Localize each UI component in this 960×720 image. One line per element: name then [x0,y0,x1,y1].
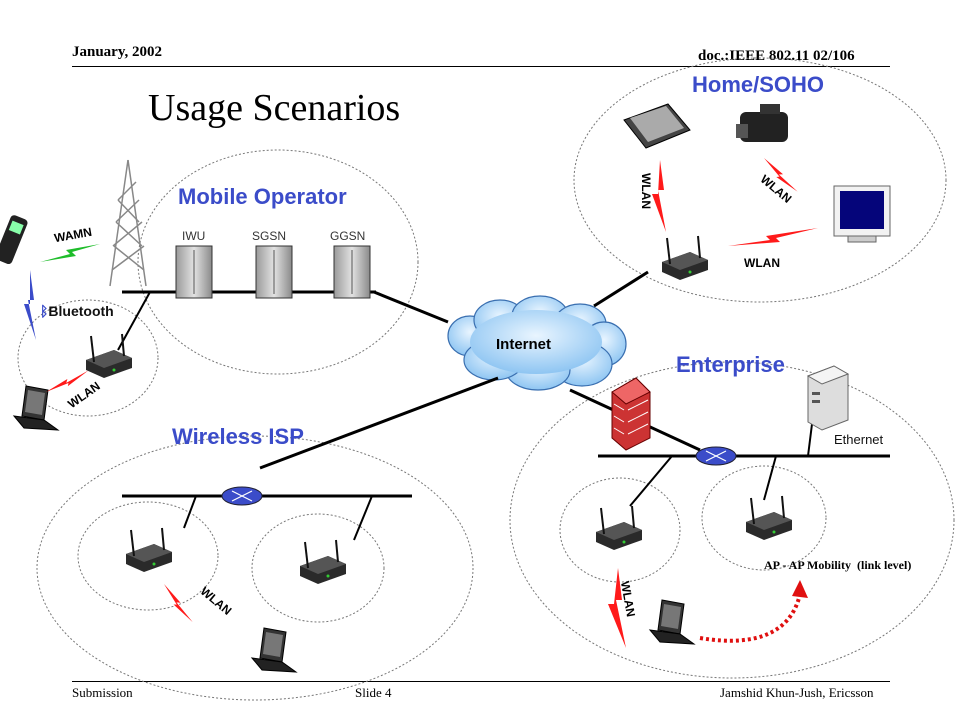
home-soho-cell [573,57,947,303]
header-rule [72,66,890,67]
isp-wlan-link [155,584,202,623]
region-label-mobile-operator: Mobile Operator [178,184,347,209]
footer-slide-number: Slide 4 [355,685,392,700]
header-date: January, 2002 [72,44,163,60]
footer-author: Jamshid Khun-Jush, Ericsson [720,685,874,700]
wamn-link [40,244,100,262]
page-title: Usage Scenarios [148,87,401,129]
server-iwu [175,245,213,299]
isp-access-point-2-icon [299,539,347,585]
enterprise-wlan-link [608,568,626,648]
region-label-wireless-isp: Wireless ISP [172,424,304,449]
server-sgsn [255,245,293,299]
operator-internet-link [373,290,449,324]
wireless-isp-cell [36,435,474,701]
footer-submission: Submission [72,685,133,700]
region-label-enterprise: Enterprise [676,352,785,377]
home-internet-link [593,270,649,308]
isp-laptop-icon [251,627,297,673]
isp-access-point-1-icon [125,527,173,573]
ethernet-label: Ethernet [834,432,884,447]
internet-label: Internet [496,336,552,353]
enterprise-laptop-icon [649,599,695,645]
server-label-iwu: IWU [182,229,206,243]
bluetooth-cell [17,299,159,417]
laptop-icon [13,385,59,431]
bluetooth-logo: ᛒBluetooth [40,303,114,319]
cell-ellipses [17,57,955,701]
server-label-ggsn: GGSN [330,229,366,243]
server-ggsn [333,245,371,299]
wlan-label-home-1: WLAN [639,173,653,209]
header-doc-id: doc.:IEEE 802.11 02/106 [698,48,855,64]
ent-ap2-cell [701,465,827,571]
bluetooth-icon: ᛒ [40,303,49,319]
home-access-point-icon [661,235,709,281]
enterprise-access-point-2-icon [745,495,793,541]
mobile-phone-icon [0,215,28,265]
camcorder-icon [736,104,788,142]
internet-cloud [447,295,627,391]
isp-ap2-cell [251,513,385,623]
ent-ap1-cell [559,477,681,583]
mobility-path [699,593,802,643]
mobility-label: AP - AP Mobility (link level) [764,558,912,572]
enterprise-access-point-1-icon [595,505,643,551]
region-label-home-soho: Home/SOHO [692,72,825,97]
home-wlan-link-1 [652,160,666,232]
wlan-label-home-3: WLAN [744,256,780,270]
cell-tower [109,159,147,287]
palmtop-icon [623,103,691,149]
footer-rule [72,681,890,682]
isp-internet-link [259,376,499,470]
monitor-icon [833,185,891,243]
bluetooth-label: Bluetooth [48,303,114,319]
mobility-arrowhead [792,580,808,598]
server-label-sgsn: SGSN [252,229,287,243]
bluetooth-link [24,270,36,340]
enterprise-cell [509,361,955,679]
server-tower-icon [806,365,850,431]
firewall-icon [611,377,651,451]
home-wlan-link-3 [728,228,818,246]
mobile-operator-cell [137,149,419,375]
access-point-icon [85,333,133,379]
isp-ap1-cell [77,501,219,611]
